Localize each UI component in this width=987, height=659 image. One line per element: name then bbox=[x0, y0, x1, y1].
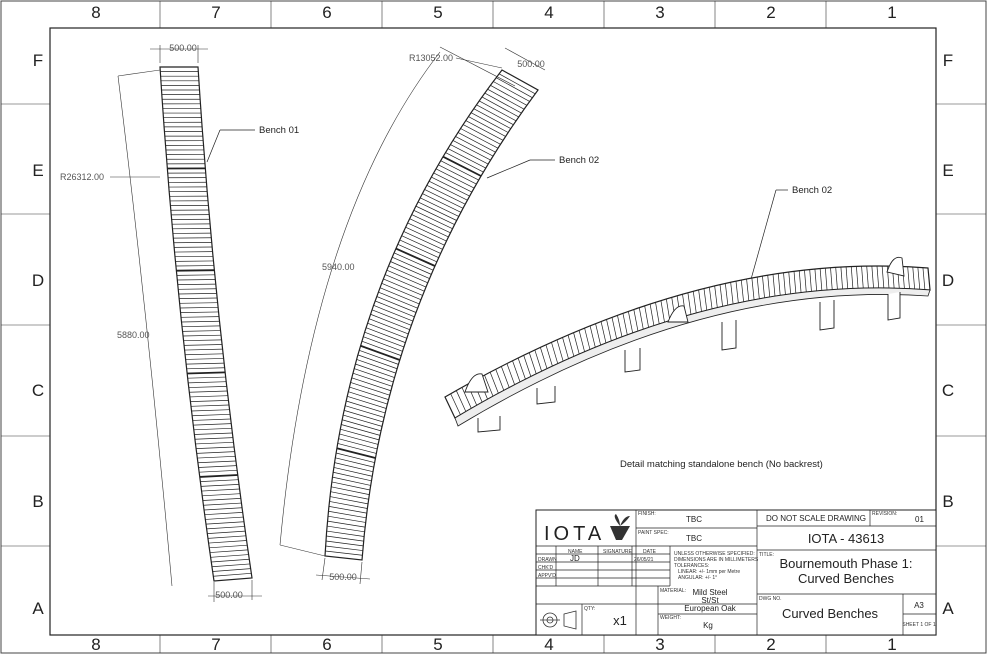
col-label: 4 bbox=[544, 3, 553, 22]
iso-leg bbox=[625, 348, 640, 372]
title-label: TITLE: bbox=[759, 552, 774, 558]
material-label: MATERIAL: bbox=[660, 588, 686, 594]
col-label: 8 bbox=[91, 3, 100, 22]
row-drawn: DRAWN bbox=[538, 557, 557, 563]
row-label: C bbox=[32, 381, 44, 400]
row-label: E bbox=[32, 161, 43, 180]
bench-02-plan-view bbox=[325, 70, 538, 560]
bench-02-isometric-view bbox=[445, 257, 930, 432]
drawn-date: 26/05/21 bbox=[634, 557, 654, 563]
col-label: 7 bbox=[211, 635, 220, 654]
col-label: 2 bbox=[766, 635, 775, 654]
title-block: IOTA FINISH: TBC PAINT SPEC: TBC DO NOT … bbox=[536, 510, 936, 635]
dim-b1-top-width: 500.00 bbox=[169, 43, 197, 53]
finish-value: TBC bbox=[686, 515, 702, 524]
title-line-2: Curved Benches bbox=[798, 571, 895, 586]
col-signature: SIGNATURE bbox=[603, 549, 632, 555]
bench-01-outline bbox=[160, 67, 252, 581]
title-line-1: Bournemouth Phase 1: bbox=[780, 556, 913, 571]
column-labels-bottom: 8 7 6 5 4 3 2 1 bbox=[91, 635, 896, 654]
qty-value: x1 bbox=[613, 613, 627, 628]
revision-label: REVISION: bbox=[872, 511, 897, 517]
iso-leg bbox=[478, 416, 500, 432]
row-label: B bbox=[32, 492, 43, 511]
bench-02-outline bbox=[325, 70, 538, 560]
col-label: 2 bbox=[766, 3, 775, 22]
row-labels-left: F E D C B A bbox=[32, 51, 44, 618]
col-label: 1 bbox=[887, 3, 896, 22]
column-labels-top: 8 7 6 5 4 3 2 1 bbox=[91, 3, 896, 22]
dim-b1-bottom-width: 500.00 bbox=[215, 590, 243, 600]
col-label: 1 bbox=[887, 635, 896, 654]
dwg-label: DWG NO. bbox=[759, 596, 782, 602]
callout-bench-02-plan: Bench 02 bbox=[559, 155, 599, 166]
dim-b1-length: 5880.00 bbox=[117, 330, 150, 340]
iso-leg bbox=[722, 320, 736, 350]
col-label: 6 bbox=[322, 635, 331, 654]
col-label: 8 bbox=[91, 635, 100, 654]
dwg-number: Curved Benches bbox=[782, 606, 879, 621]
dim-b2-bottom-width: 500.00 bbox=[329, 572, 357, 582]
sheet-number: SHEET 1 OF 1 bbox=[902, 622, 935, 628]
paint-value: TBC bbox=[686, 534, 702, 543]
material-3: European Oak bbox=[684, 604, 737, 613]
iota-logo-text: IOTA bbox=[544, 523, 605, 545]
weight-label: WEIGHT: bbox=[660, 615, 681, 621]
row-labels-right: F E D C B A bbox=[942, 51, 954, 618]
paint-label: PAINT SPEC: bbox=[638, 530, 669, 536]
sheet-size: A3 bbox=[914, 601, 924, 610]
dim-b2-top-width: 500.00 bbox=[517, 59, 545, 69]
detail-note: Detail matching standalone bench (No bac… bbox=[620, 459, 823, 470]
finish-label: FINISH: bbox=[638, 511, 656, 517]
row-label: B bbox=[942, 492, 953, 511]
dim-b2-radius: R13052.00 bbox=[409, 53, 453, 63]
tolerance-line-5: ANGULAR: +/- 1° bbox=[678, 575, 717, 581]
col-label: 6 bbox=[322, 3, 331, 22]
row-label: D bbox=[32, 271, 44, 290]
row-label: E bbox=[942, 161, 953, 180]
do-not-scale: DO NOT SCALE DRAWING bbox=[766, 514, 866, 523]
row-chkd: CHK'D bbox=[538, 565, 554, 571]
dim-b1-radius: R26312.00 bbox=[60, 172, 104, 182]
dim-b2-length: 5940.00 bbox=[322, 262, 355, 272]
row-label: A bbox=[942, 599, 954, 618]
col-label: 5 bbox=[433, 3, 442, 22]
revision-value: 01 bbox=[915, 515, 924, 524]
row-label: F bbox=[943, 51, 953, 70]
qty-label: QTY: bbox=[584, 606, 595, 612]
col-label: 4 bbox=[544, 635, 553, 654]
col-label: 7 bbox=[211, 3, 220, 22]
iso-leg bbox=[888, 292, 900, 320]
bench-01-plan-view bbox=[160, 67, 252, 581]
col-label: 5 bbox=[433, 635, 442, 654]
col-date: DATE bbox=[643, 549, 657, 555]
iso-leg bbox=[537, 386, 555, 404]
row-label: F bbox=[33, 51, 43, 70]
col-label: 3 bbox=[655, 3, 664, 22]
callout-bench-02-iso: Bench 02 bbox=[792, 185, 832, 196]
col-label: 3 bbox=[655, 635, 664, 654]
drawn-name: JD bbox=[570, 554, 580, 563]
row-label: A bbox=[32, 599, 44, 618]
callout-bench-01: Bench 01 bbox=[259, 125, 299, 136]
row-appvd: APPV'D bbox=[538, 573, 556, 579]
iso-leg bbox=[820, 300, 834, 330]
row-label: C bbox=[942, 381, 954, 400]
weight-value: Kg bbox=[703, 621, 713, 630]
row-label: D bbox=[942, 271, 954, 290]
project-number: IOTA - 43613 bbox=[808, 531, 884, 546]
